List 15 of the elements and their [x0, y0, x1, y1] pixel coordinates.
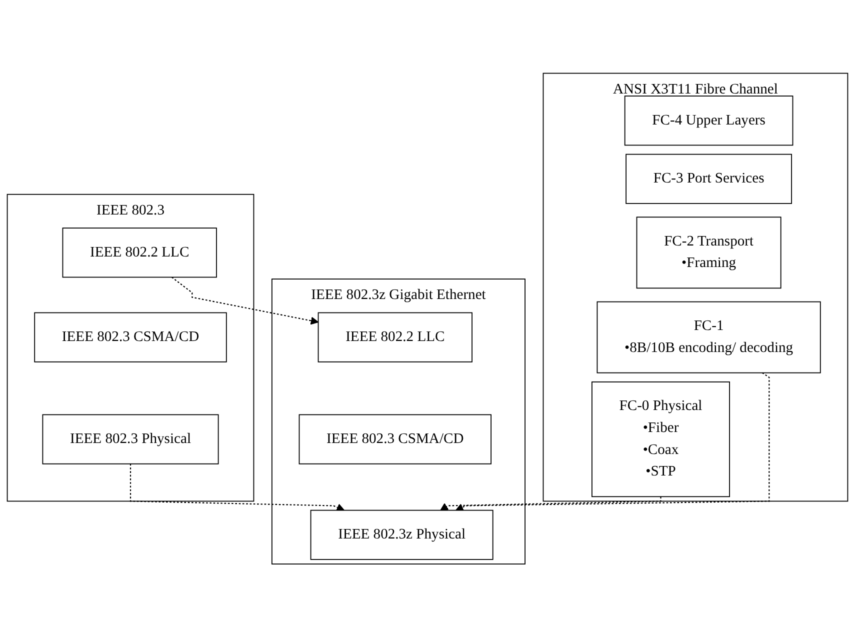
arrow	[172, 277, 319, 326]
node-box: FC-4 Upper Layers	[624, 96, 794, 146]
node-box: FC-3 Port Services	[626, 154, 792, 204]
arrow	[456, 372, 770, 512]
node-box: FC-1 •8B/10B encoding/ decoding	[596, 302, 821, 374]
arrow	[440, 496, 662, 511]
node-box: IEEE 802.3z Physical	[310, 510, 494, 560]
node-box: IEEE 802.2 LLC	[318, 312, 472, 363]
node-box: IEEE 802.2 LLC	[62, 228, 217, 278]
node-box: FC-2 Transport •Framing	[636, 217, 782, 289]
node-box: FC-0 Physical •Fiber •Coax •STP	[592, 382, 730, 498]
arrow	[130, 464, 345, 512]
node-box: IEEE 802.3 CSMA/CD	[298, 414, 492, 465]
node-box: IEEE 802.3 Physical	[42, 414, 219, 465]
node-box: IEEE 802.3 CSMA/CD	[34, 312, 227, 363]
